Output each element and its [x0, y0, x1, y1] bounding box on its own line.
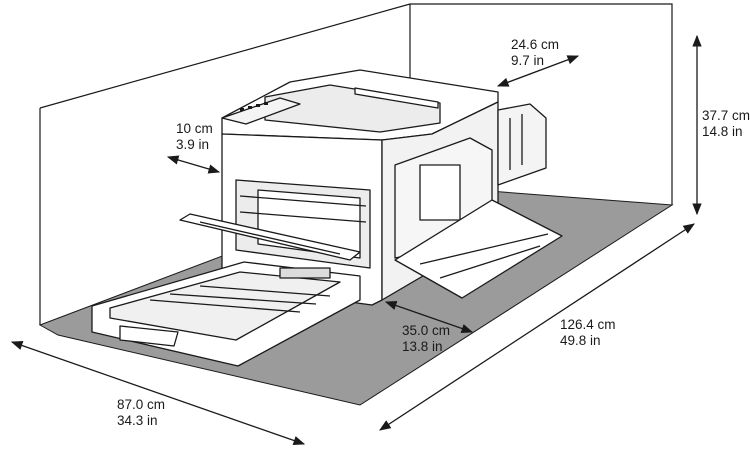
- left-clearance-metric: 10 cm: [176, 121, 213, 136]
- side-clearance-imperial: 13.8 in: [402, 339, 443, 354]
- total-length-label: 126.4 cm 49.8 in: [560, 317, 616, 349]
- control-panel: [221, 97, 301, 125]
- dimension-arrows: [10, 34, 702, 445]
- total-width-label: 87.0 cm 34.3 in: [117, 397, 165, 429]
- top-clearance-arrow: [496, 55, 580, 87]
- height-imperial: 14.8 in: [702, 124, 743, 139]
- left-clearance-label: 10 cm 3.9 in: [176, 121, 213, 153]
- total-length-arrow: [379, 223, 695, 431]
- top-clearance-label: 24.6 cm 9.7 in: [511, 37, 559, 69]
- height-metric: 37.7 cm: [702, 108, 750, 123]
- total-length-metric: 126.4 cm: [560, 317, 616, 332]
- total-length-imperial: 49.8 in: [560, 333, 601, 348]
- left-clearance-imperial: 3.9 in: [176, 137, 210, 152]
- top-clearance-metric: 24.6 cm: [511, 37, 560, 52]
- top-clearance-imperial: 9.7 in: [511, 53, 545, 68]
- side-clearance-metric: 35.0 cm: [402, 323, 451, 338]
- total-width-imperial: 34.3 in: [117, 413, 158, 428]
- height-label: 37.7 cm 14.8 in: [702, 108, 750, 140]
- left-clearance-arrow: [166, 155, 221, 174]
- total-width-metric: 87.0 cm: [117, 397, 166, 412]
- total-width-arrow: [10, 341, 306, 445]
- side-clearance-label: 35.0 cm 13.8 in: [402, 323, 450, 355]
